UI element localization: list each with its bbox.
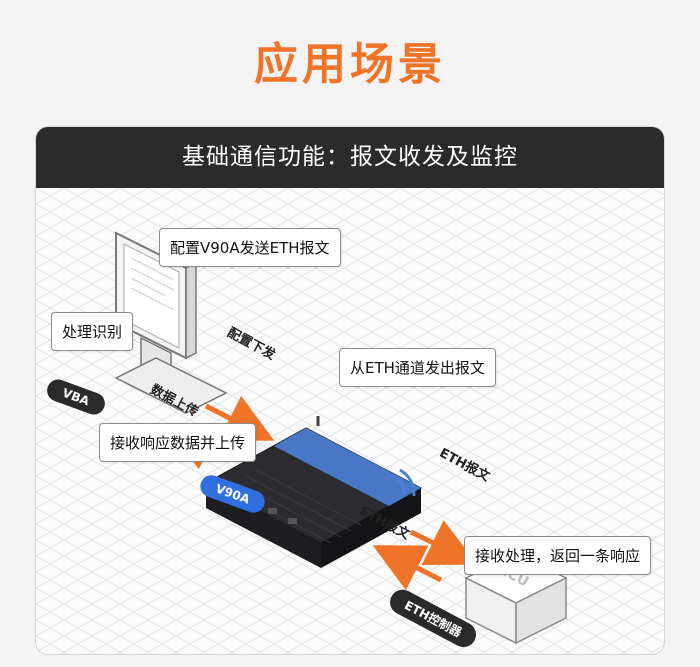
arrow-eth-in: [372, 545, 443, 591]
callout-receive-upload: 接收响应数据并上传: [99, 423, 257, 462]
callout-receive-reply: 接收处理，返回一条响应: [464, 536, 652, 575]
card-header: 基础通信功能：报文收发及监控: [36, 127, 664, 188]
computer-monitor: [114, 231, 228, 414]
diagram-illustration: [36, 188, 664, 654]
callout-process-identify: 处理识别: [51, 312, 134, 351]
scenario-card: 基础通信功能：报文收发及监控: [36, 127, 664, 654]
callout-config-send: 配置V90A发送ETH报文: [159, 228, 341, 267]
page-title: 应用场景: [254, 39, 446, 90]
arrow-eth-out: [409, 520, 478, 566]
diagram-area: ECU 配置V90A发送ETH报文 处理识别 从ETH通道发出报文 接收响应数据…: [36, 188, 664, 654]
callout-send-from-eth: 从ETH通道发出报文: [339, 348, 496, 387]
